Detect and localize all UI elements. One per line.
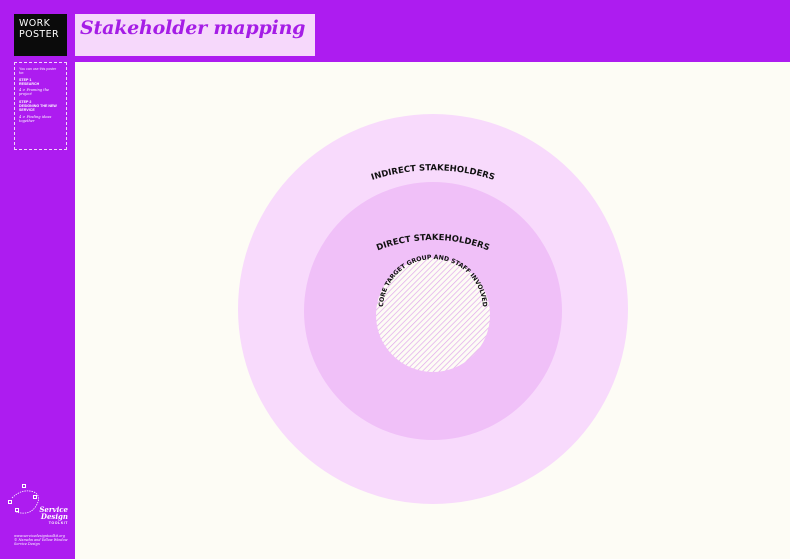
logo-wordmark: Service Design TOOLKIT [36, 506, 68, 525]
sidebar [0, 0, 75, 559]
core-target-group-circle [376, 258, 490, 372]
badge-line-1: WORK [19, 18, 51, 29]
stakeholder-diagram: INDIRECT STAKEHOLDERS DIRECT STAKEHOLDER… [238, 114, 628, 504]
step-2-item: 4 > Finding ideas together [19, 114, 52, 123]
footer-credit: © Namahn and Yellow Window Service Desig… [14, 538, 68, 546]
footer-url: www.servicedesigntoolkit.org [14, 534, 65, 538]
work-poster-badge: WORK POSTER [14, 14, 67, 56]
step-2-label: STEP 2 [19, 99, 32, 104]
page-title: Stakeholder mapping [80, 17, 306, 39]
logo-line-1: Service [39, 505, 68, 514]
title-box: Stakeholder mapping [75, 14, 315, 56]
step-1-item: 4 > Framing the project [19, 88, 50, 97]
usage-steps-box: You can use this poster for: STEP 1 RESE… [14, 62, 67, 150]
step-1-label: STEP 1 [19, 77, 32, 82]
logo-line-3: TOOLKIT [48, 521, 68, 525]
step-1-name: RESEARCH [19, 81, 40, 86]
badge-line-2: POSTER [19, 29, 60, 40]
logo-line-2: Design [40, 512, 68, 521]
step-2-name: DESIGNING THE NEW SERVICE [19, 104, 57, 113]
service-design-toolkit-logo-icon [8, 484, 39, 514]
steps-intro: You can use this poster for: [19, 67, 57, 76]
footer: www.servicedesigntoolkit.org © Namahn an… [14, 534, 74, 546]
